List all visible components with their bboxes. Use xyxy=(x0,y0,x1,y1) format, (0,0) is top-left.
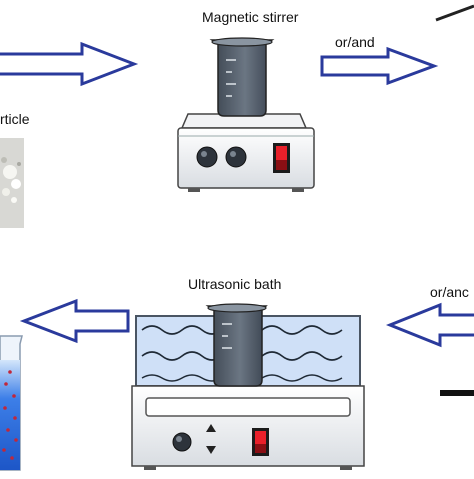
arrow-left-icon xyxy=(19,298,130,344)
particle-label: rticle xyxy=(0,111,30,127)
nanoparticle-powder-icon xyxy=(0,138,24,228)
ultrasonic-bath-label: Ultrasonic bath xyxy=(188,276,282,292)
arrow-left-icon xyxy=(385,302,474,348)
magnetic-stirrer-icon xyxy=(177,113,315,192)
or-and-label-bottom: or/anc xyxy=(430,284,469,300)
or-and-label-top: or/and xyxy=(335,34,375,50)
apparatus-fragment xyxy=(440,390,474,396)
dispersion-vial-icon xyxy=(0,335,23,471)
arrow-right-icon xyxy=(0,41,139,87)
magnetic-stirrer-label: Magnetic stirrer xyxy=(202,9,299,25)
beaker-icon xyxy=(205,303,268,387)
apparatus-fragment xyxy=(435,4,474,22)
arrow-right-icon xyxy=(320,46,439,86)
beaker-icon xyxy=(209,37,275,117)
